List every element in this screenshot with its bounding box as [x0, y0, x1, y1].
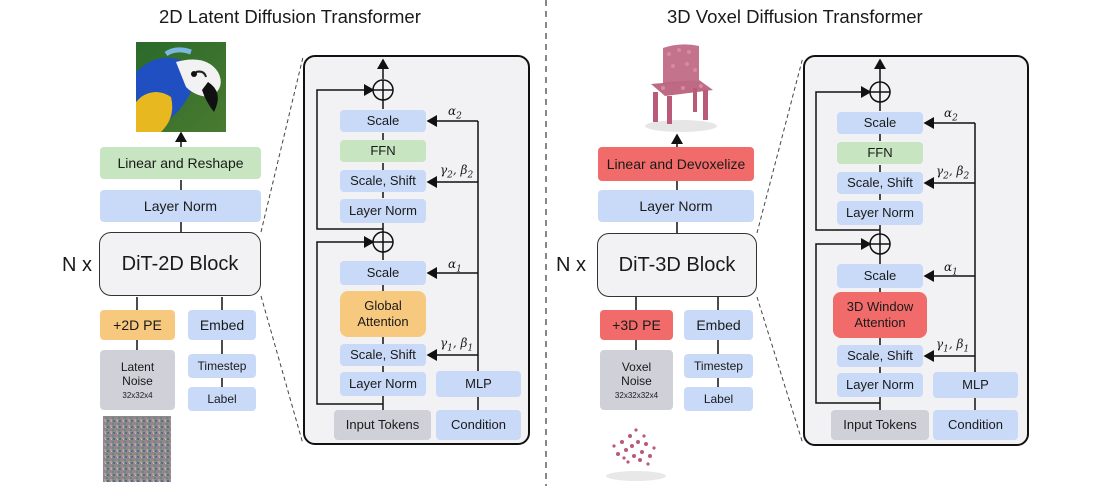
- scale-shift-bottom-box-3d: Scale, Shift: [837, 345, 923, 367]
- input-tokens-box-3d: Input Tokens: [831, 410, 929, 440]
- scale-top-box: Scale: [340, 110, 426, 132]
- pe-box: +2D PE: [100, 310, 175, 340]
- timestep-box: Timestep: [188, 354, 256, 378]
- attention-box: Global Attention: [340, 291, 426, 337]
- timestep-box-3d: Timestep: [684, 354, 753, 378]
- alpha2-label: α2: [448, 104, 462, 122]
- scale-bottom-box: Scale: [340, 261, 426, 285]
- alpha1-label-3d: α1: [944, 260, 958, 278]
- repeat-label: N x: [62, 254, 92, 276]
- scale-shift-bottom-box: Scale, Shift: [340, 344, 426, 366]
- layer-norm-top-box: Layer Norm: [340, 199, 426, 223]
- voxel-noise-label: Voxel Noise: [621, 359, 652, 389]
- layer-norm-box-3d: Layer Norm: [598, 190, 754, 222]
- voxel-noise-cloud: [606, 428, 666, 481]
- scale-shift-top-box: Scale, Shift: [340, 170, 426, 192]
- linear-devoxelize-box: Linear and Devoxelize: [598, 147, 754, 181]
- layer-norm-bottom-box: Layer Norm: [340, 372, 426, 396]
- condition-box-3d: Condition: [933, 410, 1018, 440]
- gamma1-beta1-label-3d: γ1, β1: [936, 337, 970, 355]
- alpha2-label-3d: α2: [944, 106, 958, 124]
- gamma1-beta1-label: γ1, β1: [440, 336, 474, 354]
- embed-box: Embed: [188, 310, 256, 340]
- layer-norm-top-box-3d: Layer Norm: [837, 201, 923, 225]
- embed-box-3d: Embed: [684, 310, 753, 340]
- condition-box: Condition: [436, 410, 521, 440]
- scale-top-box-3d: Scale: [837, 112, 923, 134]
- linear-reshape-box: Linear and Reshape: [100, 147, 261, 179]
- ffn-box: FFN: [340, 140, 426, 162]
- voxel-noise-box: Voxel Noise 32x32x32x4: [600, 350, 673, 410]
- voxel-noise-dims: 32x32x32x4: [614, 390, 659, 400]
- layer-norm-bottom-box-3d: Layer Norm: [837, 373, 923, 397]
- noise-label: Latent Noise: [120, 359, 155, 389]
- pe-box-3d: +3D PE: [600, 310, 673, 340]
- left-title: 2D Latent Diffusion Transformer: [159, 6, 421, 27]
- noise-box: Latent Noise 32x32x4: [100, 350, 175, 410]
- scale-bottom-box-3d: Scale: [837, 264, 923, 288]
- parrot-image: [136, 42, 226, 132]
- dit-block: DiT-2D Block: [99, 232, 261, 296]
- noise-image: [103, 416, 171, 482]
- noise-dims: 32x32x4: [122, 390, 153, 400]
- left-detail-lines: [316, 58, 479, 410]
- window-attention-box: 3D Window Attention: [833, 292, 927, 338]
- gamma2-beta2-label: γ2, β2: [440, 163, 474, 181]
- chair-point-cloud: [645, 44, 717, 132]
- repeat-label-3d: N x: [556, 254, 586, 276]
- mlp-box: MLP: [436, 371, 521, 397]
- scale-shift-top-box-3d: Scale, Shift: [837, 172, 923, 194]
- gamma2-beta2-label-3d: γ2, β2: [936, 164, 970, 182]
- ffn-box-3d: FFN: [837, 142, 923, 164]
- left-flow-lines: [136, 56, 304, 445]
- right-title: 3D Voxel Diffusion Transformer: [667, 6, 923, 27]
- layer-norm-box: Layer Norm: [100, 190, 261, 222]
- dit-3d-block: DiT-3D Block: [597, 233, 757, 297]
- label-box-3d: Label: [684, 387, 753, 411]
- label-box: Label: [188, 387, 256, 411]
- mlp-box-3d: MLP: [933, 372, 1018, 398]
- input-tokens-box: Input Tokens: [334, 410, 431, 440]
- alpha1-label: α1: [448, 257, 462, 275]
